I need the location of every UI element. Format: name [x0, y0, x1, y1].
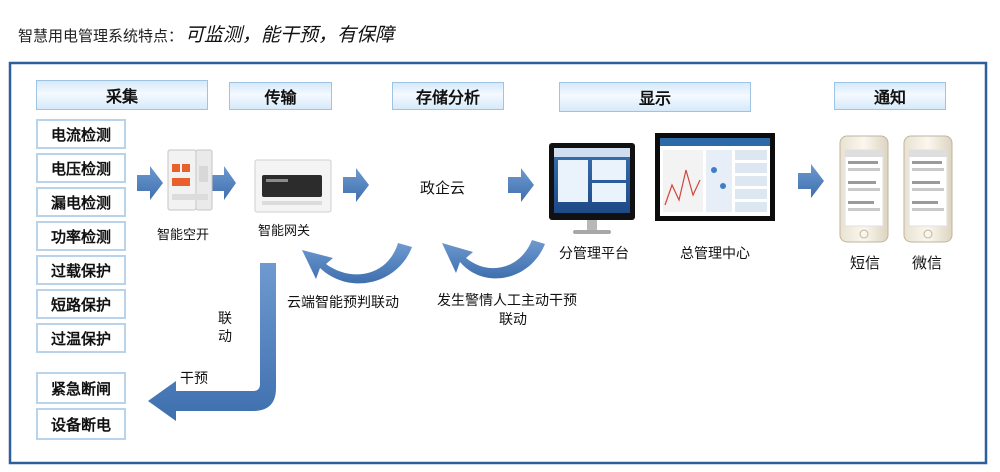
control-item-power-off: 设备断电	[36, 408, 126, 440]
phone-sms	[839, 135, 889, 243]
main-center-screen	[655, 133, 775, 221]
stage-header-collect: 采集	[36, 80, 208, 110]
monitor-item-leakage: 漏电检测	[36, 187, 126, 217]
breaker-label: 智能空开	[157, 228, 210, 243]
gateway-device	[254, 159, 332, 213]
monitor-item-power: 功率检测	[36, 221, 126, 251]
arrow-breaker-to-gateway	[212, 166, 236, 200]
arrow-cloud-to-display	[508, 168, 534, 202]
stage-header-transmit: 传输	[229, 82, 332, 110]
arrow-gateway-to-cloud	[343, 168, 369, 202]
arrow-display-to-notify	[798, 164, 824, 198]
sms-label: 短信	[850, 254, 881, 272]
cloud-label: 政企云	[420, 179, 466, 197]
stage-header-display: 显示	[559, 82, 751, 112]
monitor-item-voltage: 电压检测	[36, 153, 126, 183]
sub-platform-label: 分管理平台	[559, 246, 629, 262]
phone-wechat	[903, 135, 953, 243]
stage-header-store: 存储分析	[392, 82, 504, 110]
breaker-device	[167, 149, 213, 211]
gateway-label: 智能网关	[258, 224, 311, 239]
stage-header-notify: 通知	[834, 82, 946, 110]
manual-intervene-label: 发生警情人工主动干预	[437, 293, 577, 309]
arrow-intervene	[148, 263, 276, 421]
manual-linkage-label: 联动	[499, 312, 527, 328]
page-title: 智慧用电管理系统特点：可监测，能干预，有保障	[18, 20, 394, 47]
monitor-item-current: 电流检测	[36, 119, 126, 149]
sub-platform-monitor	[549, 143, 635, 234]
monitor-item-overtemp: 过温保护	[36, 323, 126, 353]
title-prefix: 智慧用电管理系统特点：	[18, 27, 184, 45]
title-emphasis: 可监测，能干预，有保障	[185, 24, 395, 46]
monitor-item-overload: 过载保护	[36, 255, 126, 285]
curve-arrow-cloud-linkage	[302, 243, 412, 284]
wechat-label: 微信	[912, 254, 943, 272]
main-frame	[8, 61, 988, 465]
arrow-collect-to-breaker	[137, 166, 163, 200]
side-link-char-1: 联	[218, 311, 232, 327]
monitor-item-shortcircuit: 短路保护	[36, 289, 126, 319]
intervene-label: 干预	[180, 371, 208, 387]
cloud-linkage-label: 云端智能预判联动	[287, 295, 399, 311]
control-item-emergency-break: 紧急断闸	[36, 372, 126, 404]
main-center-label: 总管理中心	[680, 246, 750, 262]
curve-arrow-manual	[442, 240, 545, 279]
side-link-char-2: 动	[218, 329, 232, 345]
